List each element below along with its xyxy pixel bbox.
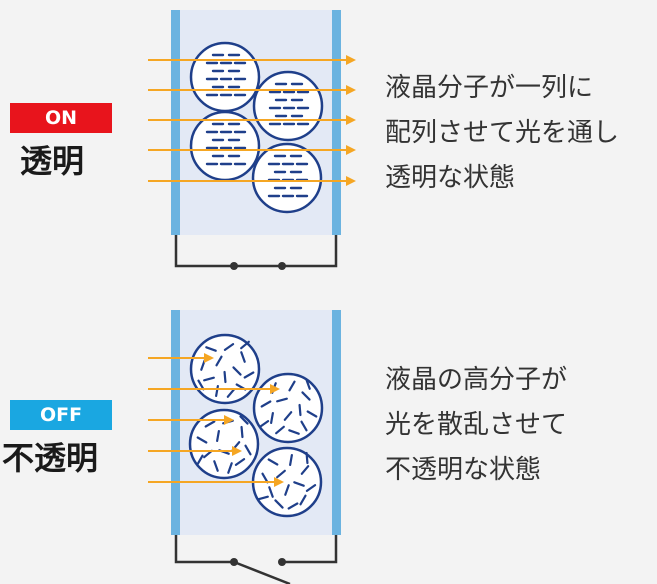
on-description-line: 液晶分子が一列に <box>385 73 594 103</box>
off-description-line: 光を散乱させて <box>385 410 568 440</box>
on-light-arrows <box>148 55 356 186</box>
off-badge: OFF <box>10 400 112 430</box>
off-switch-lever <box>233 560 291 584</box>
aligned-molecule-droplet <box>252 70 324 142</box>
scattered-molecule-droplet <box>189 333 261 405</box>
on-switch-contact-right <box>278 262 286 270</box>
scattered-molecule-droplet <box>252 372 324 444</box>
off-title: 不透明 <box>2 439 99 477</box>
off-description-line: 不透明な状態 <box>385 455 542 485</box>
off-cell <box>148 310 341 584</box>
off-left-electrode <box>171 310 180 535</box>
off-description: 液晶の高分子が 光を散乱させて 不透明な状態 <box>385 358 567 493</box>
off-light-arrows <box>148 353 284 487</box>
off-switch-contact-right <box>278 558 286 566</box>
aligned-molecule-droplet <box>189 41 261 113</box>
off-description-line: 液晶の高分子が <box>385 365 568 395</box>
off-right-electrode <box>332 310 341 535</box>
on-description: 液晶分子が一列に 配列させて光を通し 透明な状態 <box>385 66 619 201</box>
on-badge: ON <box>10 103 112 133</box>
on-switch-contact-left <box>230 262 238 270</box>
on-description-line: 透明な状態 <box>385 163 516 193</box>
on-cell <box>148 10 356 270</box>
off-circuit-wire-left <box>174 535 234 564</box>
aligned-molecule-droplet <box>189 110 261 182</box>
off-circuit-wire-right <box>282 535 338 564</box>
on-left-electrode <box>171 10 180 235</box>
on-right-electrode <box>332 10 341 235</box>
on-circuit-wire <box>174 235 338 268</box>
on-title: 透明 <box>20 142 85 180</box>
on-description-line: 配列させて光を通し <box>385 118 620 148</box>
aligned-molecule-droplet <box>251 142 323 214</box>
